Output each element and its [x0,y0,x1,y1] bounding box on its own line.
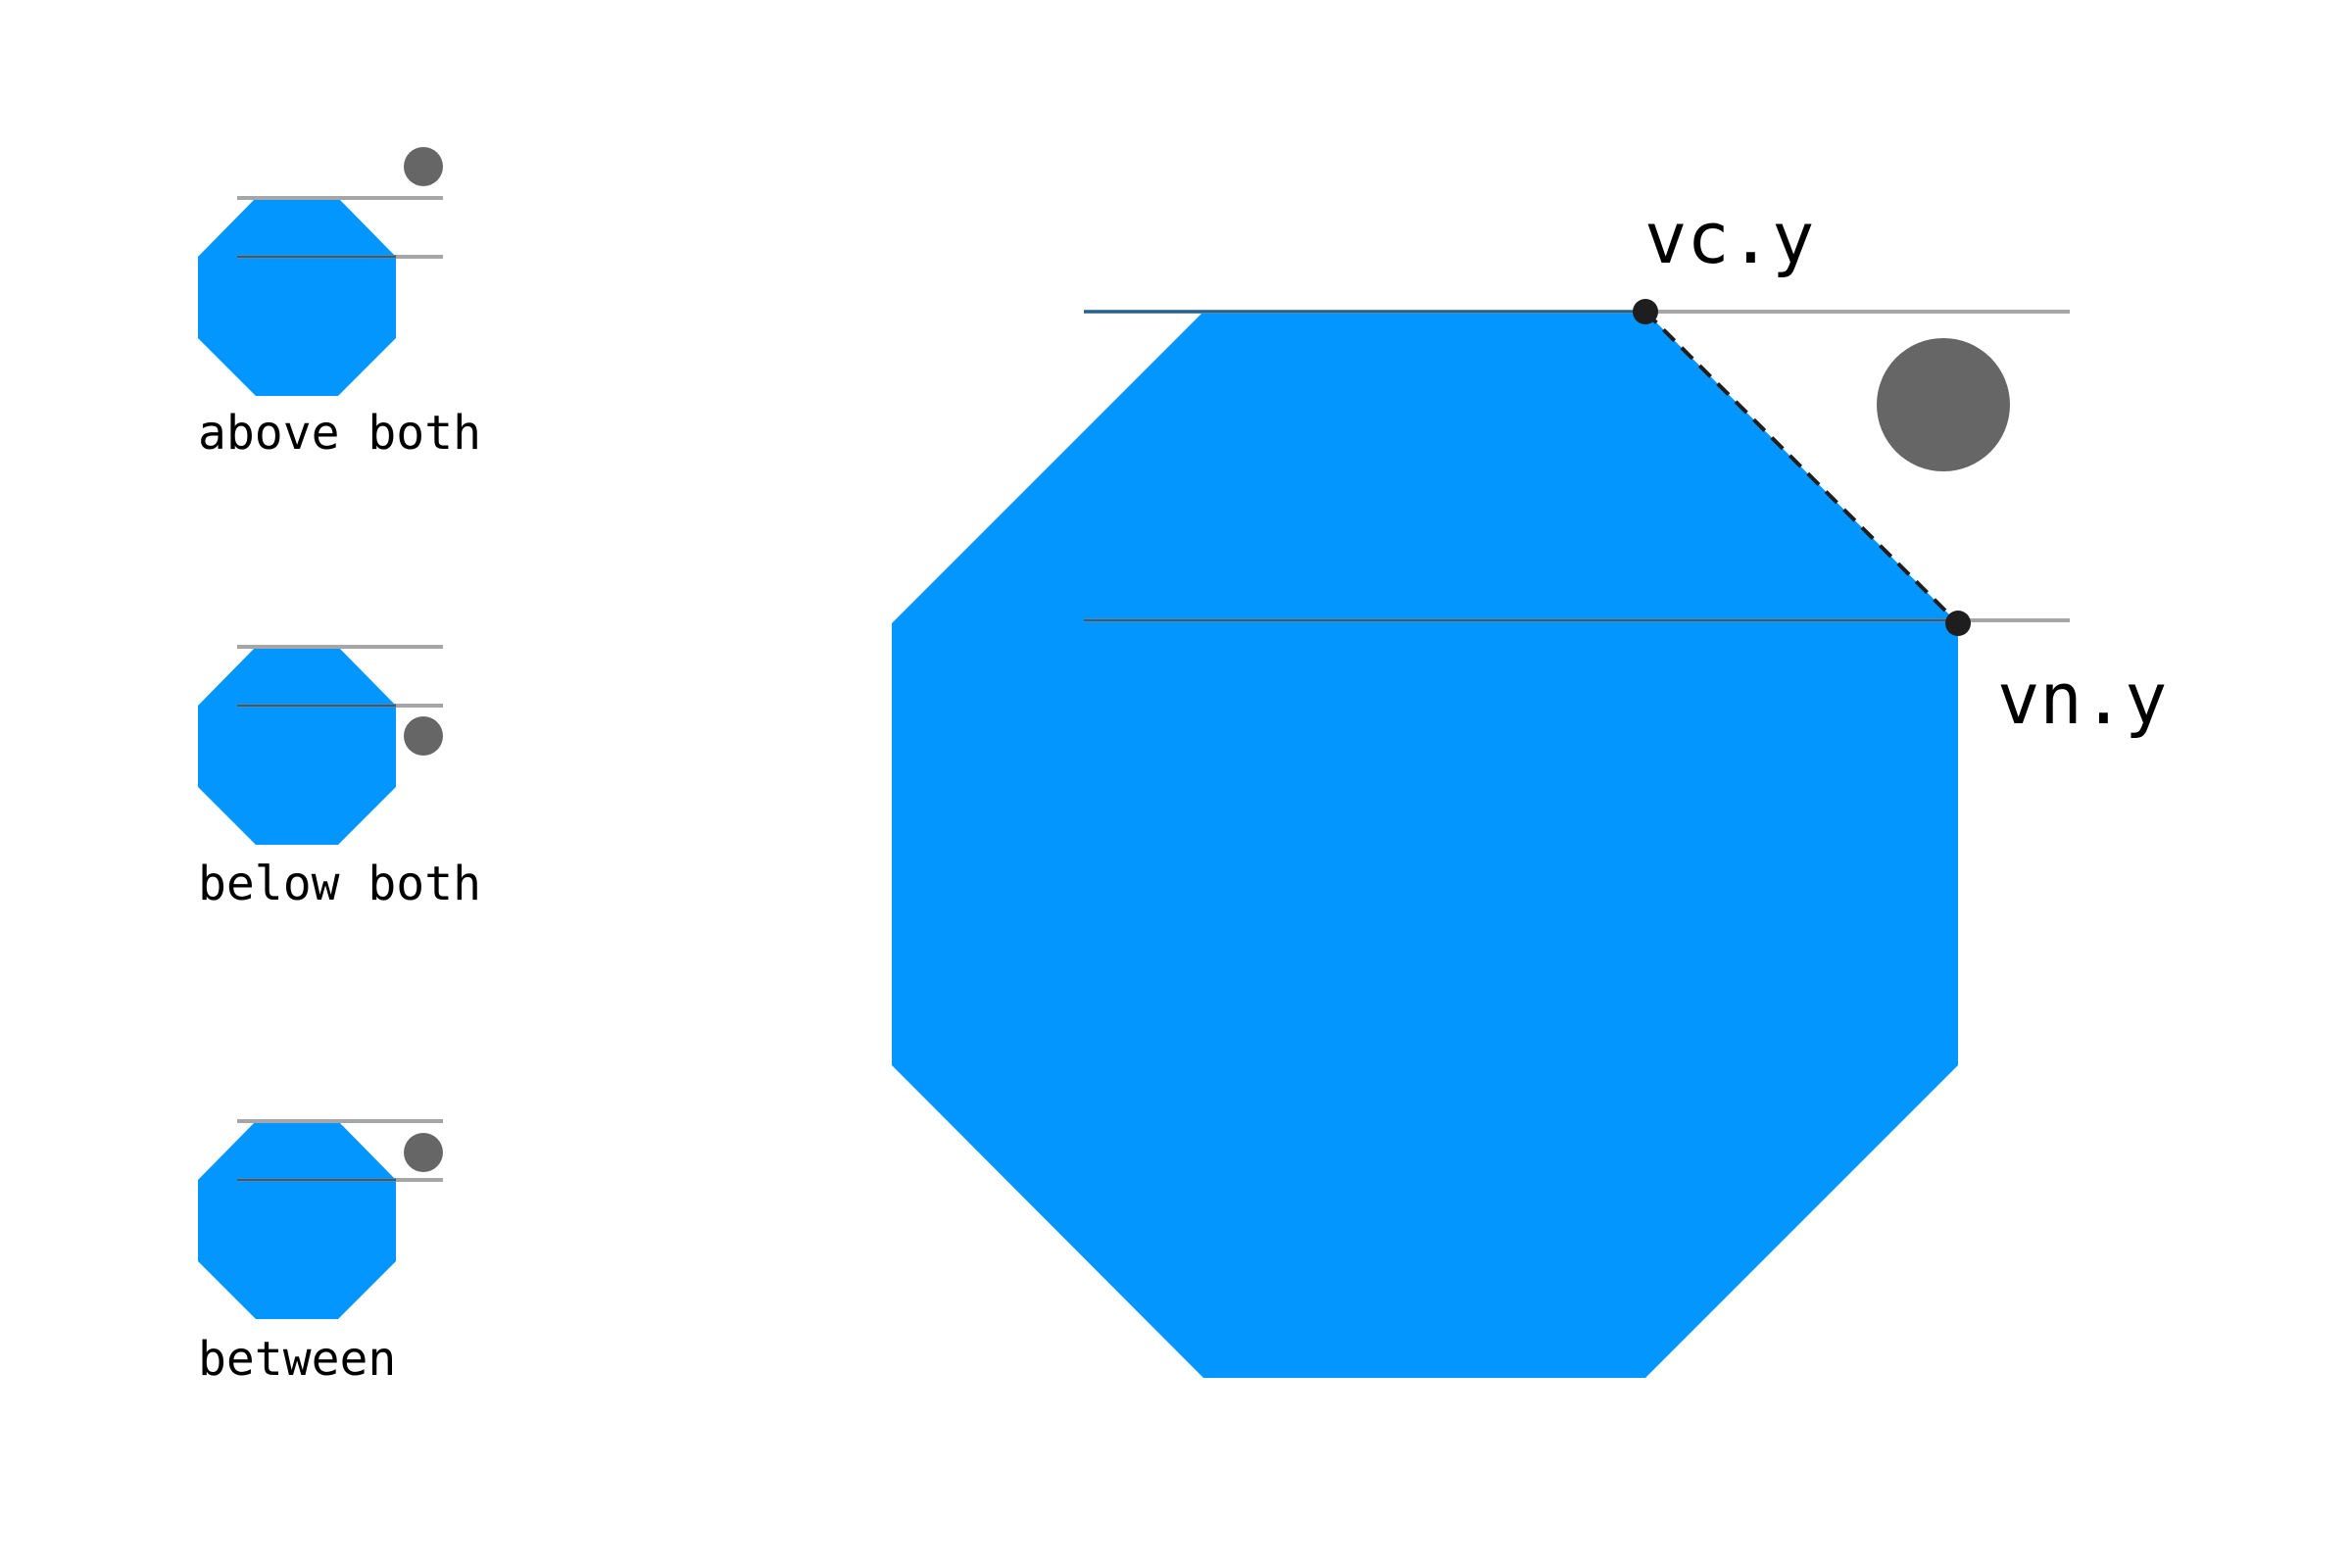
vertex-vc-dot [1633,299,1658,324]
vc-label: vc.y [1644,197,1814,279]
large-octagon [892,312,1958,1378]
test-point-circle [1877,338,2010,471]
small-octagon [198,647,396,845]
case-label: above both [198,406,481,461]
dashed-edge [1643,310,1960,625]
small-octagon [198,198,396,396]
test-point-circle [404,147,443,186]
case-above-both: above both [198,147,481,461]
case-below-both: below both [198,645,481,911]
case-between: between [198,1119,443,1387]
case-label: below both [198,857,481,911]
test-point-circle [404,716,443,756]
small-octagon [198,1121,396,1319]
case-label: between [198,1332,396,1387]
vn-label: vn.y [1997,658,2167,740]
main-illustration: vc.y vn.y [892,197,2167,1378]
vertex-vn-dot [1945,611,1971,636]
test-point-circle [404,1133,443,1172]
